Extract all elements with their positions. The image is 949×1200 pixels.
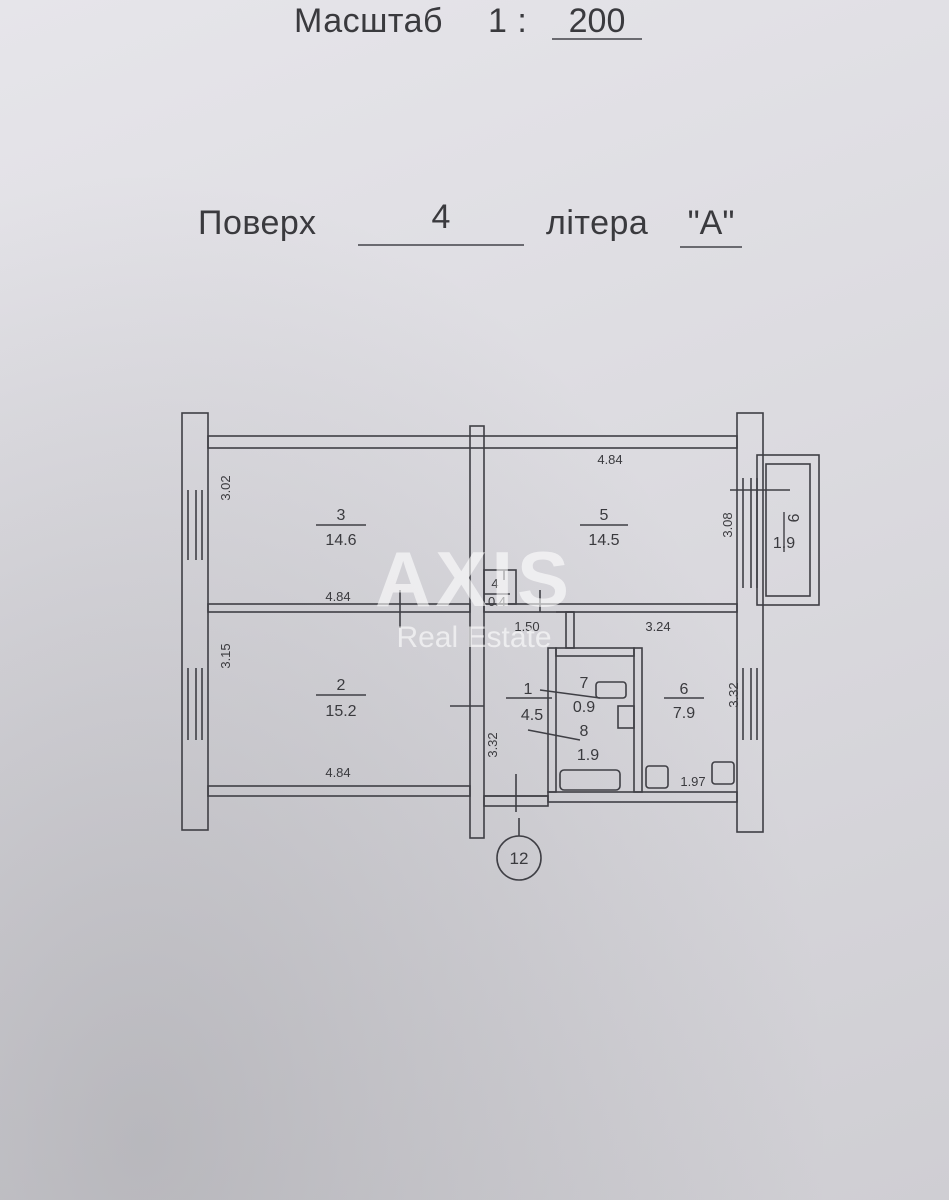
watermark: AXIS Real Estate (375, 535, 573, 654)
wall-center (469, 425, 485, 839)
wall-left (181, 412, 209, 831)
window-right-upper (742, 478, 758, 588)
wall-bottom-left (207, 785, 471, 797)
balcony-outer (756, 454, 820, 606)
watermark-brand: AXIS (375, 535, 573, 623)
room-9-number: 9 (784, 514, 801, 523)
scale-prefix: 1 : (488, 2, 528, 40)
room-1-number: 1 (524, 681, 533, 698)
bathtub-shape (559, 769, 621, 791)
dim-2-height: 3.15 (218, 643, 233, 668)
washbasin-shape (595, 681, 627, 699)
sink-shape (711, 761, 735, 785)
room-6-number: 6 (680, 681, 689, 698)
room-9-area: 1.9 (773, 535, 795, 552)
wall-bath-left (547, 647, 557, 793)
dim-5-width: 4.84 (597, 452, 622, 467)
room-7-area: 0.9 (573, 699, 595, 716)
room-4-number: 4 (491, 576, 498, 591)
stair-marker-circle (496, 835, 542, 881)
wall-bottom-right (547, 791, 738, 803)
wall-bath-top (555, 647, 635, 657)
scale-value: 200 (568, 2, 626, 40)
dim-3-width: 4.84 (325, 589, 350, 604)
dim-4-width: 1.50 (514, 619, 539, 634)
wall-bath-right (633, 647, 643, 793)
scale-label: Масштаб (294, 2, 443, 40)
closet-4-outline (483, 569, 517, 605)
stove-shape (645, 765, 669, 789)
letter-label: літера (546, 204, 649, 242)
watermark-tagline: Real Estate (396, 621, 551, 654)
wall-corridor (565, 611, 575, 649)
room-4-area: 0.4 (488, 594, 506, 609)
window-right-lower (742, 668, 758, 740)
dim-6-height: 3.32 (726, 682, 741, 707)
room-2-number: 2 (337, 677, 346, 694)
floor-label: Поверх (198, 204, 317, 242)
letter-underline (680, 246, 742, 248)
room-8-area: 1.9 (577, 747, 599, 764)
dim-2-width: 4.84 (325, 765, 350, 780)
scale-underline (552, 38, 642, 40)
wall-3-2 (207, 603, 471, 613)
window-left-lower (187, 668, 203, 740)
room-3-area: 14.6 (325, 532, 356, 549)
window-left-upper (187, 490, 203, 560)
room-3-number: 3 (337, 507, 346, 524)
room-2-area: 15.2 (325, 703, 356, 720)
room-8-number: 8 (580, 723, 589, 740)
toilet-shape (617, 705, 635, 729)
room-1-area: 4.5 (521, 707, 543, 724)
dim-6-bottom: 1.97 (680, 774, 705, 789)
room-5-number: 5 (600, 507, 609, 524)
floor-value: 4 (431, 198, 451, 236)
balcony-inner (765, 463, 811, 597)
room-5-area: 14.5 (588, 532, 619, 549)
dim-1-height: 3.32 (485, 732, 500, 757)
dim-3-height: 3.02 (218, 475, 233, 500)
floor-underline (358, 244, 524, 246)
room-6-area: 7.9 (673, 705, 695, 722)
room-7-number: 7 (580, 675, 589, 692)
dim-5-height: 3.08 (720, 512, 735, 537)
stair-marker-label: 12 (510, 849, 529, 868)
letter-value: "А" (687, 204, 735, 242)
wall-top (207, 435, 738, 449)
dim-6-width: 3.24 (645, 619, 670, 634)
wall-5-6 (483, 603, 738, 613)
wall-right (736, 412, 764, 833)
